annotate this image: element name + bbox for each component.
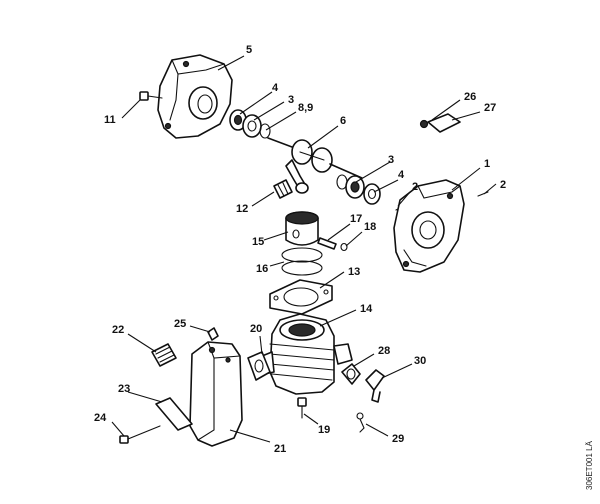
callout-15: 15 xyxy=(252,236,264,248)
callout-18: 18 xyxy=(364,221,376,233)
cylinder-gasket xyxy=(269,279,333,315)
needle-cage xyxy=(273,179,293,199)
callout-30: 30 xyxy=(414,355,426,367)
callout-5: 5 xyxy=(246,44,252,56)
cover-plate xyxy=(427,113,461,133)
callout-21: 21 xyxy=(274,443,286,455)
oil-seal-right xyxy=(363,183,381,205)
callout-13: 13 xyxy=(348,266,360,278)
callout-12: 12 xyxy=(236,203,248,215)
crankcase-half-right xyxy=(393,179,465,273)
callout-14: 14 xyxy=(360,303,373,315)
spark-plug xyxy=(365,369,385,403)
muffler-gasket xyxy=(247,351,271,381)
crankcase-half-left xyxy=(157,54,233,139)
muffler-top-screw xyxy=(207,327,219,341)
shim-left xyxy=(259,123,271,139)
callout-27: 27 xyxy=(484,102,496,114)
callout-24: 24 xyxy=(94,412,107,424)
callout-2: 2 xyxy=(412,181,418,193)
leader-lines xyxy=(111,55,497,443)
cylinder-screw xyxy=(297,397,307,419)
piston-rings xyxy=(281,247,323,276)
callout-22: 22 xyxy=(112,324,124,336)
callout-6: 6 xyxy=(340,115,346,127)
callout-17: 17 xyxy=(350,213,362,225)
cover-screw xyxy=(419,119,429,129)
crankshaft xyxy=(267,137,363,194)
callout-29: 29 xyxy=(392,433,404,445)
callout-25: 25 xyxy=(174,318,186,330)
callout-8-9: 8,9 xyxy=(298,102,313,114)
callout-labels: 1 2 2 3 3 4 4 5 6 8,9 11 12 13 14 15 16 … xyxy=(94,44,506,455)
baffle-plate xyxy=(155,397,193,431)
screw-left xyxy=(139,91,163,101)
circlip xyxy=(340,242,348,252)
muffler-bolt xyxy=(119,425,161,444)
callout-20: 20 xyxy=(250,323,262,335)
callout-16: 16 xyxy=(256,263,268,275)
callout-11: 11 xyxy=(104,114,116,126)
spring-clip xyxy=(356,412,365,433)
callout-23: 23 xyxy=(118,383,130,395)
piston xyxy=(285,211,319,246)
callout-28: 28 xyxy=(378,345,390,357)
spark-arrest-screen xyxy=(151,343,177,367)
callout-4: 4 xyxy=(272,82,279,94)
oil-seal-left xyxy=(242,114,262,138)
callout-26: 26 xyxy=(464,91,476,103)
callout-2: 2 xyxy=(500,179,506,191)
callout-19: 19 xyxy=(318,424,330,436)
cylinder xyxy=(261,313,353,395)
callout-3: 3 xyxy=(288,94,294,106)
piston-pin xyxy=(317,237,337,250)
callout-3: 3 xyxy=(388,154,394,166)
muffler xyxy=(189,341,243,447)
reference-code: 306ET001 LÄ xyxy=(585,440,594,490)
callout-1: 1 xyxy=(484,158,490,170)
bearing-left xyxy=(229,109,247,131)
callout-4: 4 xyxy=(398,169,405,181)
bearing-right xyxy=(345,175,365,199)
decompression-valve xyxy=(341,363,361,385)
